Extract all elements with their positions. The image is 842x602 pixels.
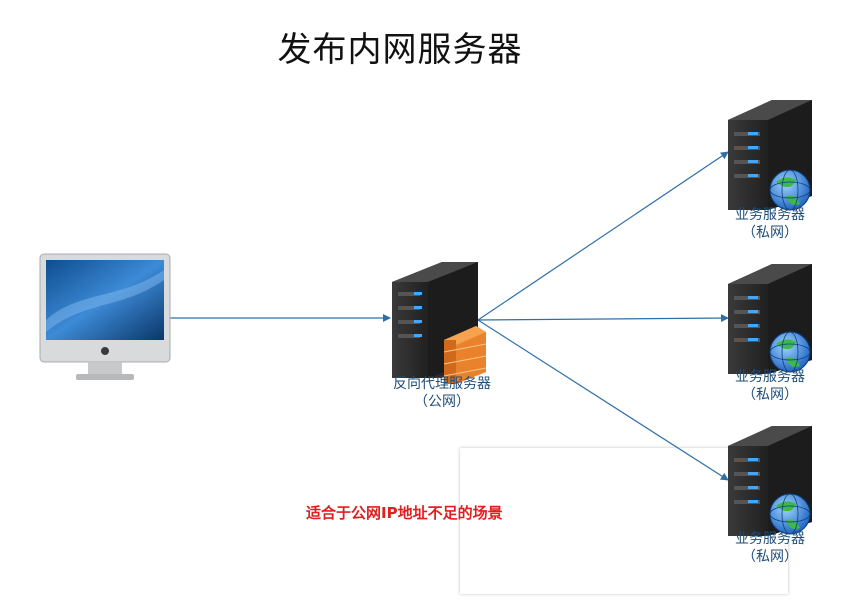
business-server-net: （私网） — [742, 387, 798, 403]
globe-icon-3 — [769, 493, 811, 535]
page-title: 发布内网服务器 — [277, 30, 523, 70]
proxy-server-net: （公网） — [414, 394, 470, 410]
firewall-icon — [443, 326, 487, 384]
computer-icon — [39, 253, 171, 380]
business-server-name: 业务服务器 — [735, 369, 805, 385]
link-proxy-server-2 — [477, 314, 729, 323]
business-server-net: （私网） — [742, 549, 798, 565]
scenario-note: 适合于公网IP地址不足的场景 — [306, 504, 503, 522]
globe-icon-1 — [769, 169, 811, 211]
business-server-net: （私网） — [742, 225, 798, 241]
business-server-name: 业务服务器 — [735, 207, 805, 223]
link-proxy-server-3 — [477, 319, 729, 481]
business-server-label-1: 业务服务器 （私网） — [712, 206, 828, 242]
business-server-label-3: 业务服务器 （私网） — [712, 530, 828, 566]
proxy-server-label: 反向代理服务器 （公网） — [372, 375, 512, 411]
globe-icon-2 — [769, 331, 811, 373]
link-proxy-server-1 — [477, 151, 729, 321]
business-server-name: 业务服务器 — [735, 531, 805, 547]
proxy-server-name: 反向代理服务器 — [393, 376, 491, 392]
business-server-label-2: 业务服务器 （私网） — [712, 368, 828, 404]
